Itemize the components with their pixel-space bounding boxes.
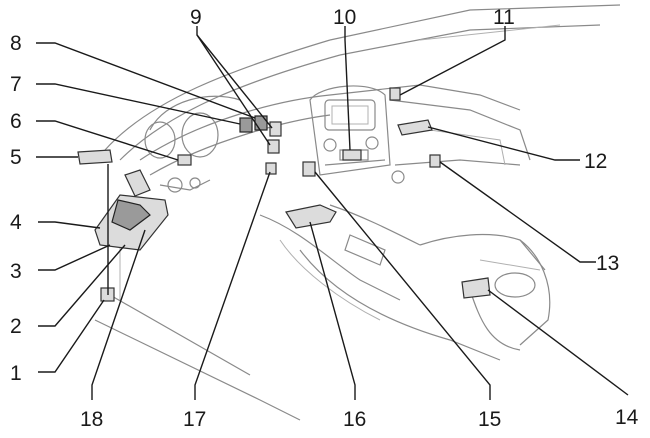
callout-18: 18 xyxy=(80,408,103,431)
module-10 xyxy=(342,149,362,161)
dashboard-line-art xyxy=(94,4,621,421)
relay-7 xyxy=(239,117,253,133)
module-14 xyxy=(461,277,491,299)
junction-block-relay xyxy=(124,169,151,197)
callout-14: 14 xyxy=(615,406,639,429)
junction-block-fuses xyxy=(111,199,151,231)
relay-9b xyxy=(267,139,280,154)
relay-15 xyxy=(302,161,316,177)
relay-11 xyxy=(389,87,401,101)
callout-labels: 1 2 3 4 5 6 7 8 9 10 11 12 13 14 15 16 1… xyxy=(10,6,639,431)
callout-1: 1 xyxy=(10,362,22,385)
relay-8 xyxy=(254,115,268,131)
module-5 xyxy=(77,149,113,165)
module-16 xyxy=(285,204,337,229)
callout-16: 16 xyxy=(343,408,366,431)
callout-12: 12 xyxy=(584,150,607,173)
components xyxy=(77,87,491,302)
callout-6: 6 xyxy=(10,110,22,133)
callout-13: 13 xyxy=(596,252,619,275)
module-12 xyxy=(397,119,433,136)
relay-6 xyxy=(177,154,192,166)
callout-3: 3 xyxy=(10,260,22,283)
leader-lines xyxy=(36,26,629,400)
callout-8: 8 xyxy=(10,32,22,55)
relay-17 xyxy=(265,162,277,175)
callout-11: 11 xyxy=(493,6,515,29)
callout-9: 9 xyxy=(190,6,202,29)
callout-7: 7 xyxy=(10,73,22,96)
callout-4: 4 xyxy=(10,211,22,234)
callout-17: 17 xyxy=(183,408,206,431)
callout-10: 10 xyxy=(333,6,356,29)
callout-15: 15 xyxy=(478,408,501,431)
relay-9 xyxy=(269,121,282,137)
relay-13 xyxy=(429,154,441,168)
callout-2: 2 xyxy=(10,315,22,338)
callout-5: 5 xyxy=(10,146,22,169)
